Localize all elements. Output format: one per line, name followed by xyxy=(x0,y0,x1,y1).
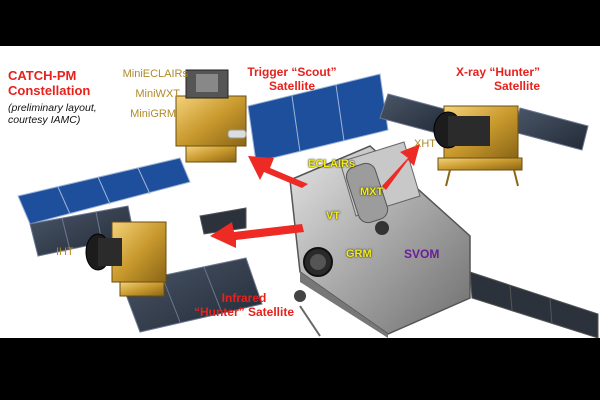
scout-instrument-2: MiniWXT xyxy=(135,88,180,100)
xray-label-line-1: X-ray “Hunter” xyxy=(455,65,540,79)
scout-instrument-3: MiniGRM xyxy=(130,108,176,120)
note-line-1: (preliminary layout, xyxy=(8,102,97,114)
arrow-to-scout xyxy=(248,156,308,188)
xray-satellite-label: X-ray “Hunter” Satellite xyxy=(440,65,540,94)
xht-instrument-label: XHT xyxy=(414,138,436,150)
scout-satellite-body xyxy=(175,69,247,163)
infrared-hunter-satellite xyxy=(29,205,263,333)
constellation-title: CATCH-PM Constellation xyxy=(8,68,91,99)
svom-satellite xyxy=(199,141,599,338)
infrared-satellite-label: Infrared “Hunter” Satellite xyxy=(186,291,302,320)
note-line-2: courtesy IAMC) xyxy=(8,114,81,127)
svom-name-label: SVOM xyxy=(404,247,440,261)
xray-label-line-2: Satellite xyxy=(493,78,540,93)
arrow-to-infrared xyxy=(210,222,304,248)
infrared-label-line-2: “Hunter” Satellite xyxy=(193,304,295,319)
svom-instrument-grm: GRM xyxy=(346,248,372,260)
scout-label-line-1: Trigger “Scout” xyxy=(247,65,337,79)
infrared-label-line-1: Infrared xyxy=(221,291,267,305)
scout-label-line-2: Satellite xyxy=(268,78,316,93)
title-line-1: CATCH-PM xyxy=(8,68,77,83)
xray-hunter-satellite xyxy=(379,93,589,187)
scout-solar-array-right xyxy=(247,73,389,163)
constellation-illustration xyxy=(17,69,599,338)
svom-instrument-vt: VT xyxy=(326,210,341,222)
scout-instrument-1: MiniECLAIRs xyxy=(122,68,188,80)
scout-satellite-label: Trigger “Scout” Satellite xyxy=(246,65,338,94)
svom-instrument-eclairs: ECLAIRs xyxy=(308,158,356,170)
scout-solar-array-left xyxy=(17,157,191,225)
iht-instrument-label: IHT xyxy=(56,246,74,258)
layout-credit-note: (preliminary layout, courtesy IAMC) xyxy=(8,102,97,126)
arrow-to-xray xyxy=(382,144,420,190)
diagram-panel: CATCH-PM Constellation (preliminary layo… xyxy=(0,46,600,338)
svom-instrument-mxt: MXT xyxy=(360,186,384,198)
title-line-2: Constellation xyxy=(8,82,91,98)
